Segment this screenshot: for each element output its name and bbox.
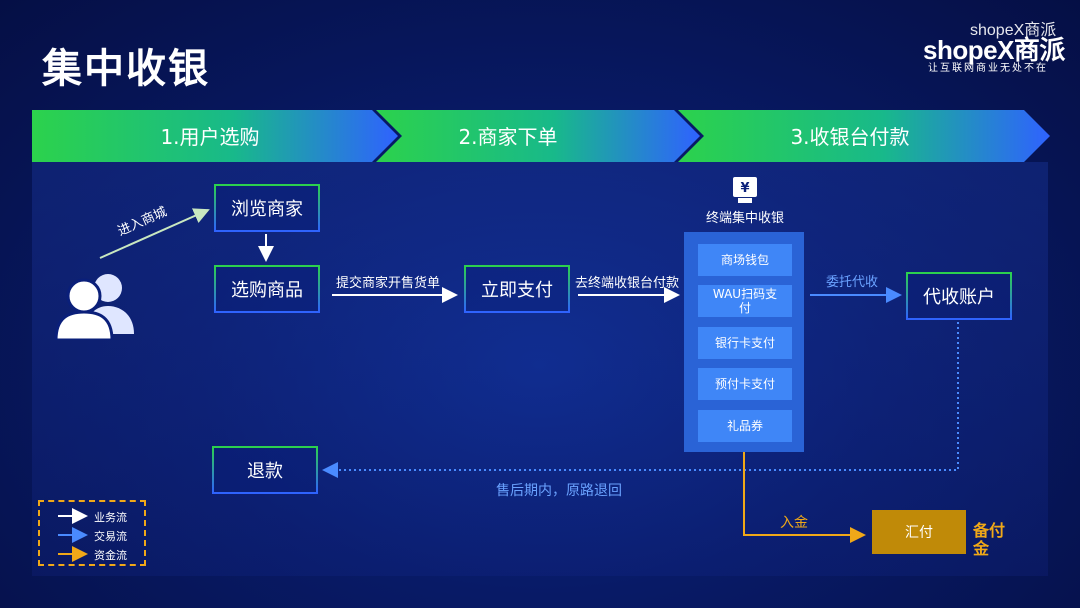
node-collect-account: 代收账户	[906, 272, 1012, 320]
pay-method-prepaid-card: 预付卡支付	[698, 368, 792, 400]
node-select: 选购商品	[214, 265, 320, 313]
diagram-panel	[32, 162, 1048, 576]
pay-method-bank-card: 银行卡支付	[698, 327, 792, 359]
step-chevron-1	[32, 110, 398, 162]
legend-trade: 交易流	[94, 530, 127, 543]
step-banner: 1.用户选购 2.商家下单 3.收银台付款	[32, 110, 1050, 162]
edge-refund	[322, 322, 959, 478]
edge-enter-mall	[99, 208, 210, 259]
users-icon	[54, 274, 134, 340]
step-chevron-3	[678, 110, 1050, 162]
label-deposit: 入金	[780, 515, 808, 531]
edge-deposit	[743, 452, 866, 543]
pay-method-wau-scan: WAU扫码支付	[698, 285, 792, 317]
logo-top-text: shopeX商派	[970, 22, 1057, 39]
label-submit-order: 提交商家开售货单	[336, 276, 441, 291]
legend	[38, 500, 146, 566]
page-title: 集中收银	[42, 46, 210, 92]
label-entrust: 委托代收	[826, 275, 879, 290]
logo: shopeX商派	[923, 35, 1065, 65]
label-refund-note: 售后期内，原路退回	[496, 483, 622, 499]
step-label-2: 2.商家下单	[458, 125, 557, 149]
node-reserve: 备付金	[973, 521, 1006, 558]
step-chevron-2	[376, 110, 700, 162]
node-browse: 浏览商家	[214, 184, 320, 232]
node-settle: 汇付	[872, 510, 966, 554]
step-label-1: 1.用户选购	[160, 125, 259, 149]
label-go-terminal: 去终端收银台付款	[575, 276, 680, 291]
node-pay-now: 立即支付	[464, 265, 570, 313]
legend-fund: 资金流	[94, 549, 127, 562]
pay-method-mall-wallet: 商场钱包	[698, 244, 792, 276]
legend-business: 业务流	[94, 511, 127, 524]
cash-register-symbol: ¥	[740, 181, 749, 196]
pay-method-gift-voucher: 礼品券	[698, 410, 792, 442]
cash-register-icon: ¥	[733, 177, 757, 203]
terminal-title: 终端集中收银	[706, 211, 785, 226]
logo-slogan: 让互联网商业无处不在	[928, 63, 1048, 74]
step-label-3: 3.收银台付款	[790, 125, 909, 149]
node-refund: 退款	[212, 446, 318, 494]
